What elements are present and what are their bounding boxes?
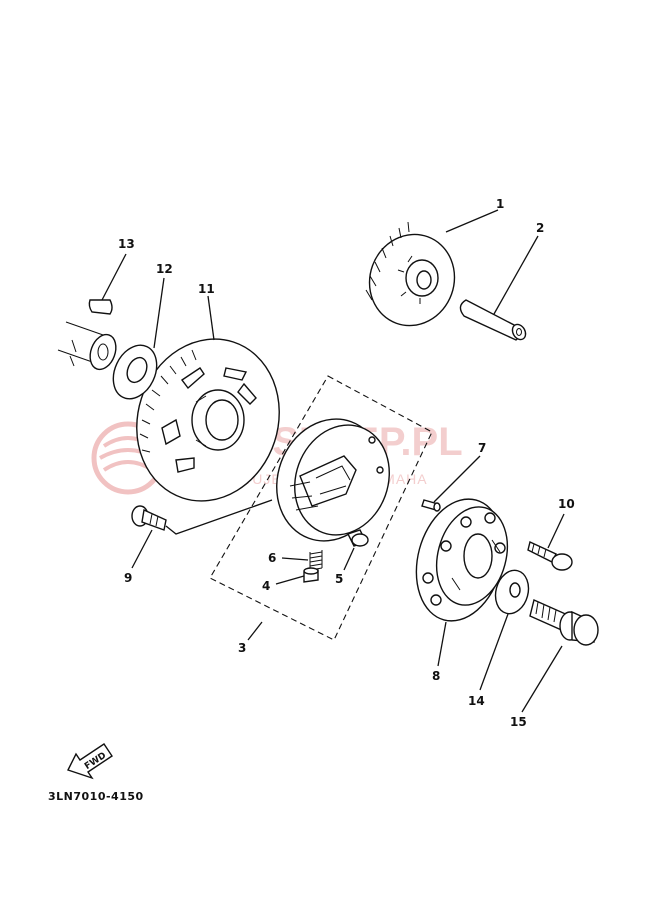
callout-13: 13 — [118, 237, 135, 251]
part-15-bolt — [529, 599, 599, 646]
callout-6: 6 — [268, 551, 276, 565]
callout-4: 4 — [262, 579, 270, 593]
callout-7: 7 — [478, 441, 486, 455]
part-6-spring — [309, 550, 323, 571]
part-12-washer — [112, 344, 158, 400]
leader-lines — [101, 209, 565, 713]
part-1-idle-gear — [365, 221, 456, 327]
callout-11: 11 — [198, 282, 215, 296]
leader-3 — [247, 621, 263, 641]
callout-12: 12 — [156, 262, 173, 276]
part-8-flange — [415, 498, 508, 622]
callout-labels: 1 2 3 4 5 6 7 8 9 10 11 12 13 14 15 — [118, 197, 575, 729]
leader-11 — [207, 295, 215, 341]
callout-10: 10 — [558, 497, 575, 511]
callout-14: 14 — [468, 694, 485, 708]
part-13-key — [88, 299, 113, 315]
leader-2 — [493, 235, 539, 315]
callout-15: 15 — [510, 715, 527, 729]
leader-1 — [445, 209, 499, 233]
leader-12 — [153, 277, 165, 349]
fwd-arrow-icon: FWD — [67, 743, 113, 780]
callout-1: 1 — [496, 197, 504, 211]
leader-8 — [437, 621, 447, 667]
leader-10 — [547, 513, 565, 549]
part-3-starter-clutch — [276, 418, 390, 542]
part-14-washer — [494, 569, 530, 615]
callout-2: 2 — [536, 221, 544, 235]
part-10-bolt — [527, 541, 573, 571]
callout-8: 8 — [432, 669, 440, 683]
leader-6 — [281, 557, 309, 561]
leader-13 — [101, 253, 127, 301]
leader-9 — [131, 499, 273, 569]
part-11-wheel-gear — [136, 338, 280, 502]
callout-5: 5 — [335, 572, 343, 586]
leader-15 — [521, 645, 563, 713]
part-5-roller — [347, 529, 369, 547]
part-7-dowel-pin — [421, 499, 441, 512]
leader-7 — [433, 455, 481, 503]
leader-4 — [275, 575, 305, 585]
leader-14 — [479, 613, 509, 691]
callout-3: 3 — [238, 641, 246, 655]
part-9-screw — [131, 505, 167, 531]
part-4-plunger — [303, 567, 319, 583]
leader-5 — [343, 547, 355, 571]
diagram-code: 3LN7010-4150 — [48, 790, 144, 803]
callout-9: 9 — [124, 571, 132, 585]
crankshaft-end — [57, 321, 117, 371]
part-2-shaft — [459, 299, 527, 341]
part-3-group-box — [209, 375, 433, 641]
